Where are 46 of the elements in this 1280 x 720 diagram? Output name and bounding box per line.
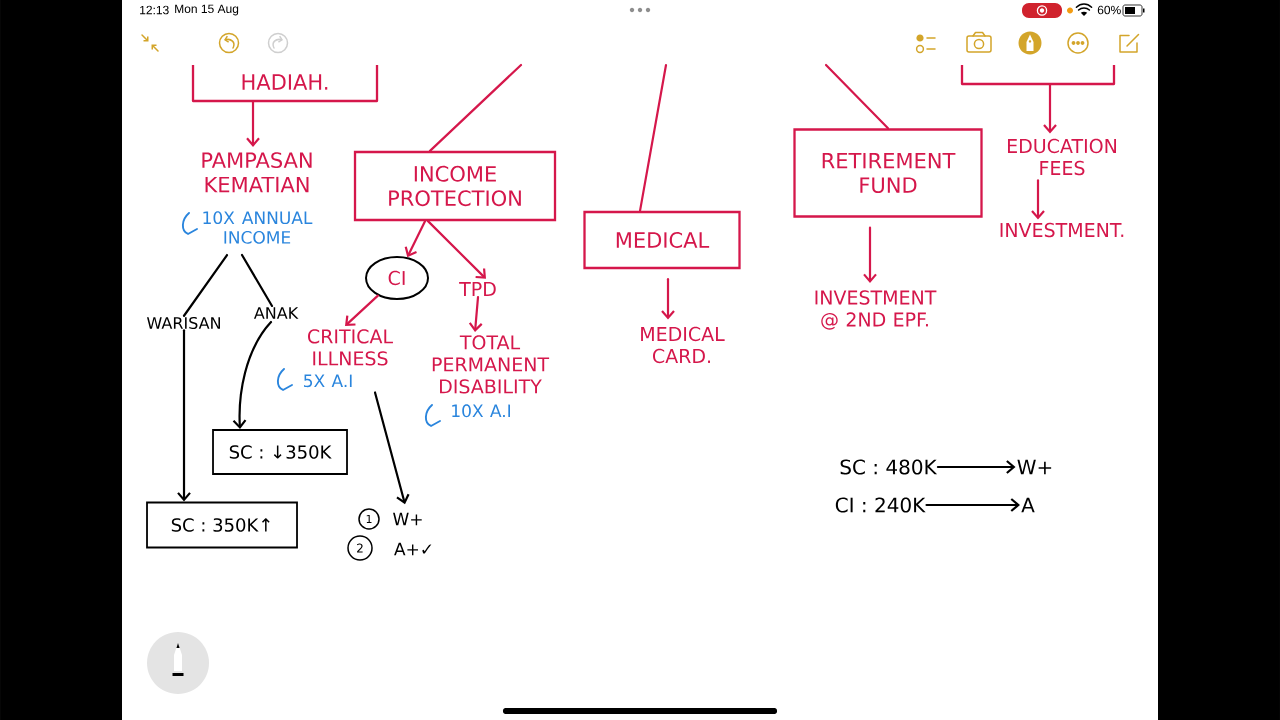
- battery-percentage: 60%: [1097, 5, 1121, 15]
- label-text: MEDICAL CARD.: [641, 326, 725, 364]
- arrow: [1031, 179, 1045, 220]
- category-box: MEDICAL: [583, 210, 741, 270]
- label-text: INVESTMENT @ 2ND EPF.: [815, 290, 937, 330]
- arrow: [426, 220, 486, 279]
- category-box: RETIREMENT FUND: [793, 128, 983, 218]
- connector-line: [182, 253, 229, 317]
- circled-label: CI: [365, 256, 429, 300]
- arrow: [1043, 83, 1057, 134]
- connector-line: [240, 253, 274, 308]
- connector-line: [638, 63, 668, 212]
- result-box: SC : 350K↑: [146, 501, 298, 549]
- arrow: [661, 278, 675, 320]
- arrow: [177, 329, 191, 502]
- connector-line: [824, 63, 890, 130]
- category-box: INCOME PROTECTION: [353, 150, 557, 222]
- label-text: WARISAN: [147, 316, 220, 330]
- category-box: [960, 65, 1116, 86]
- label-text: INVESTMENT.: [1000, 222, 1124, 238]
- label-text: TOTAL PERMANENT DISABILITY 10X A.I: [432, 335, 550, 418]
- label-text: PAMPASAN KEMATIAN 10X ANNUAL INCOME: [202, 152, 313, 244]
- label-text: CI : 240K: [835, 497, 926, 513]
- label-text: EDUCATION FEES: [1008, 138, 1116, 176]
- arrow: [246, 100, 260, 147]
- arrow: [468, 296, 483, 332]
- label-text: A: [1021, 497, 1035, 513]
- connector-line: [428, 63, 523, 152]
- arrow: [925, 498, 1020, 512]
- category-box: HADIAH.: [191, 65, 379, 103]
- result-box: SC : ↓350K: [212, 429, 348, 475]
- arrow: [936, 460, 1016, 474]
- arrow: [232, 320, 273, 430]
- label-text: TPD: [459, 282, 496, 296]
- arrow: [373, 391, 410, 505]
- arrow: [404, 220, 427, 258]
- label-text: ANAK: [253, 307, 299, 319]
- note-text: W+: [393, 512, 422, 526]
- label-text: SC : 480K: [840, 459, 938, 475]
- note-text: A+✓: [394, 542, 432, 556]
- arrow: [345, 294, 379, 326]
- clock-time: 12:13: [140, 5, 169, 15]
- label-text: W+: [1017, 459, 1052, 475]
- arrow: [863, 226, 877, 284]
- date-text: Mon 15 Aug: [175, 4, 239, 16]
- label-text: CRITICAL ILLNESS 5X A.I: [304, 329, 393, 388]
